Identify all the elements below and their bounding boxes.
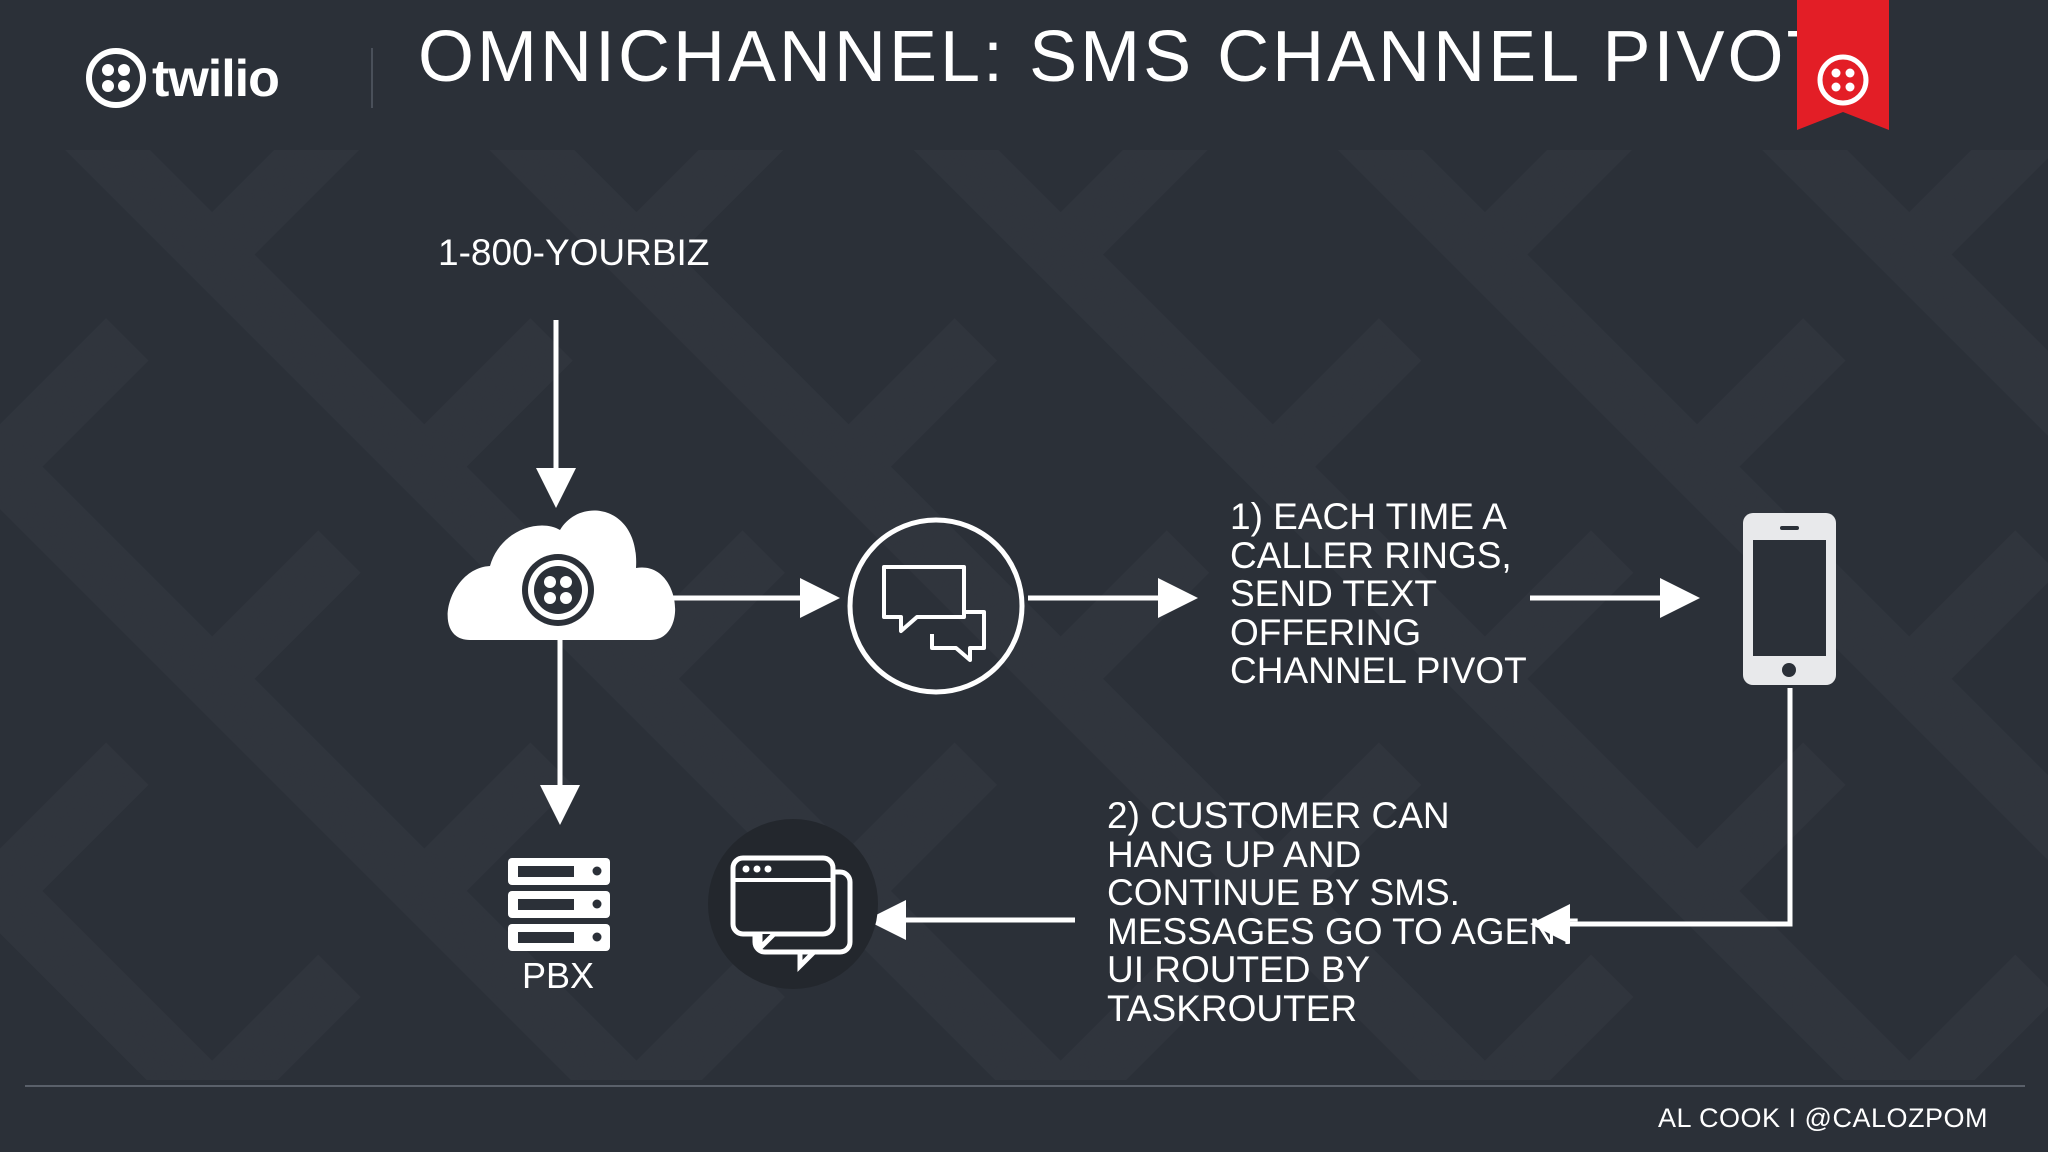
sms-chat-icon — [847, 517, 1025, 695]
step2-line: HANG UP AND — [1107, 833, 1362, 875]
step1-line: SEND TEXT — [1230, 573, 1437, 614]
slide-title: OMNICHANNEL: SMS CHANNEL PIVOT — [418, 17, 1834, 97]
step1-line: CALLER RINGS, — [1230, 534, 1512, 576]
step2-line: UI ROUTED BY — [1107, 949, 1371, 990]
step1-line: 1) EACH TIME A — [1230, 496, 1507, 537]
phone-number-label: 1-800-YOURBIZ — [438, 232, 710, 273]
twilio-cloud-icon — [447, 510, 676, 640]
footer-credit: AL COOK I @CALOZPOM — [1658, 1103, 1988, 1133]
ribbon-badge — [1797, 0, 1889, 130]
step1-line: CHANNEL PIVOT — [1230, 650, 1527, 691]
pbx-label: PBX — [522, 955, 595, 996]
twilio-logo-icon — [86, 48, 146, 108]
pbx-server-icon — [508, 858, 610, 951]
step2-line: MESSAGES GO TO AGENT — [1107, 910, 1579, 952]
smartphone-icon — [1743, 513, 1836, 685]
step2-line: 2) CUSTOMER CAN — [1107, 795, 1450, 836]
step1-text: 1) EACH TIME A CALLER RINGS, SEND TEXT O… — [1230, 496, 1527, 691]
step2-line: TASKROUTER — [1107, 987, 1358, 1029]
logo-wordmark: twilio — [152, 50, 280, 108]
step2-text: 2) CUSTOMER CAN HANG UP AND CONTINUE BY … — [1107, 795, 1579, 1029]
arrow-phone-to-agent — [1530, 688, 1793, 944]
step1-line: OFFERING — [1230, 611, 1422, 653]
step2-line: CONTINUE BY SMS. — [1107, 872, 1460, 913]
agent-ui-icon — [708, 819, 878, 989]
